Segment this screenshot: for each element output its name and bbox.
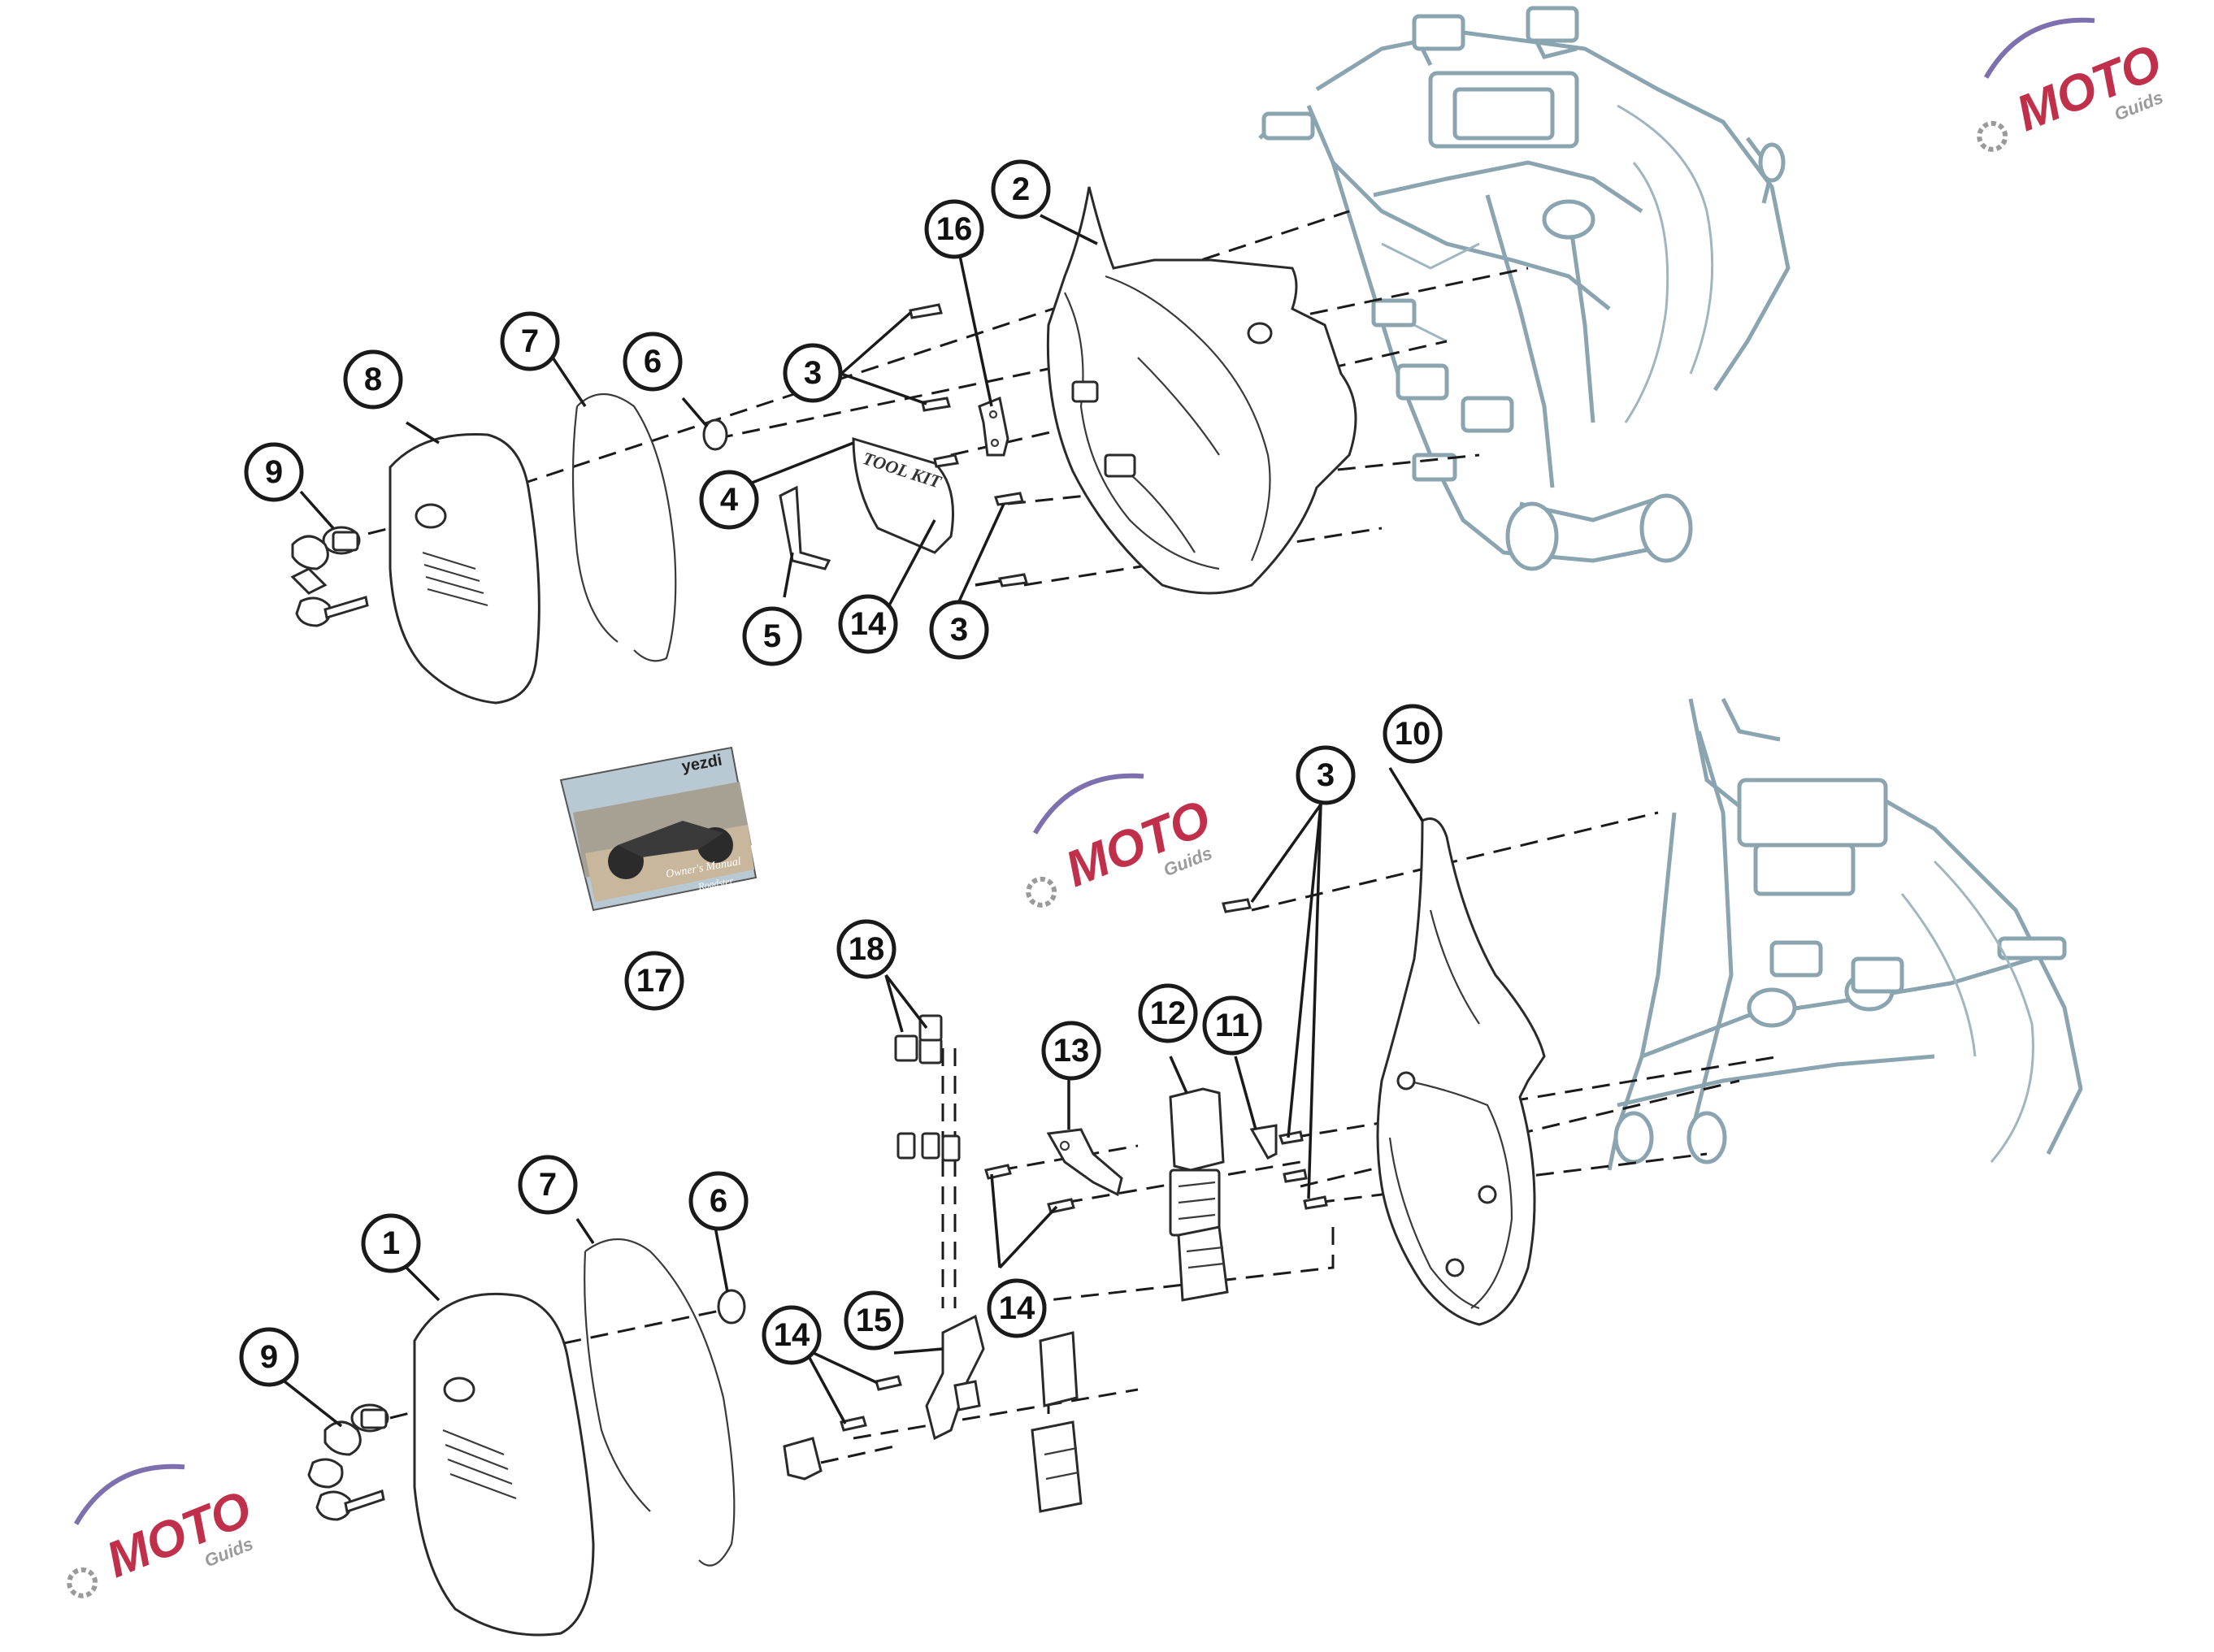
svg-text:MOTO: MOTO [98, 1481, 258, 1589]
svg-text:12: 12 [1150, 995, 1187, 1031]
callout-3: 3 [783, 343, 843, 403]
svg-text:5: 5 [763, 618, 781, 654]
callout-14: 14 [987, 1278, 1047, 1338]
frame-top [1258, 6, 1791, 571]
washer-part-6-bottom [717, 1289, 746, 1325]
watermark-bottom-left: MOTO Guids [67, 1463, 259, 1598]
callout-9: 9 [239, 1327, 299, 1387]
callout-17: 17 [624, 951, 684, 1011]
callout-6: 6 [688, 1171, 749, 1231]
screws-bottom [840, 898, 1328, 1432]
side-panel-part-10 [1376, 817, 1546, 1326]
washer-part-6-top [702, 418, 728, 451]
callout-10: 10 [1383, 704, 1443, 764]
svg-text:8: 8 [364, 362, 382, 397]
callout-13: 13 [1041, 1021, 1101, 1081]
callout-2: 2 [991, 159, 1051, 219]
callout-11: 11 [1202, 995, 1262, 1056]
lock-key-part-9-bottom [307, 1403, 389, 1521]
svg-text:13: 13 [1053, 1033, 1090, 1069]
svg-text:14: 14 [774, 1317, 810, 1353]
svg-text:7: 7 [539, 1167, 557, 1203]
svg-text:3: 3 [950, 612, 968, 648]
callout-9: 9 [244, 442, 304, 502]
svg-text:3: 3 [804, 355, 822, 391]
callout-12: 12 [1138, 983, 1198, 1043]
callout-4: 4 [699, 470, 759, 530]
svg-text:17: 17 [636, 963, 673, 999]
lock-key-part-9-top [290, 526, 369, 627]
callout-14: 14 [838, 594, 898, 654]
svg-text:15: 15 [856, 1303, 892, 1338]
ecu-part-12 [1169, 1087, 1229, 1302]
svg-text:6: 6 [644, 344, 662, 379]
leader-lines [283, 214, 1424, 1428]
svg-text:1: 1 [382, 1225, 400, 1261]
callout-7: 7 [518, 1155, 578, 1215]
callout-1: 1 [361, 1213, 421, 1273]
callouts: 2 16 7 6 8 3 9 4 5 14 3 10 3 17 18 12 11… [239, 159, 1443, 1387]
svg-text:2: 2 [1012, 171, 1030, 207]
svg-text:14: 14 [999, 1290, 1035, 1326]
svg-text:14: 14 [850, 606, 887, 642]
bracket-part-16 [978, 396, 1009, 457]
bracket-part-13 [1046, 1128, 1123, 1197]
callout-14: 14 [762, 1305, 822, 1365]
connectors-bottom [783, 1331, 1083, 1513]
svg-text:MOTO: MOTO [2008, 34, 2168, 142]
frame-bottom [1607, 697, 2083, 1171]
svg-text:11: 11 [1215, 1008, 1249, 1043]
svg-text:10: 10 [1395, 716, 1431, 752]
svg-text:7: 7 [521, 323, 539, 359]
callout-6: 6 [623, 332, 683, 392]
bracket-part-15 [925, 1314, 985, 1441]
bracket-part-11 [1249, 1124, 1278, 1160]
svg-text:MOTO: MOTO [1057, 790, 1218, 898]
seal-ring-part-7-top [571, 392, 677, 662]
watermark-top-right: MOTO Guids [1977, 17, 2169, 152]
svg-text:9: 9 [260, 1339, 278, 1375]
callout-18: 18 [836, 919, 896, 979]
clip-part-5 [779, 485, 831, 570]
callout-16: 16 [924, 199, 984, 259]
svg-text:3: 3 [1317, 757, 1335, 793]
side-cover-part-8 [389, 433, 540, 705]
svg-text:6: 6 [710, 1183, 727, 1219]
svg-text:18: 18 [849, 931, 885, 967]
callout-15: 15 [844, 1290, 904, 1351]
owners-manual-part-17: yezdi Owner's Manual Roadster [559, 746, 758, 912]
side-panel-part-2 [1046, 186, 1357, 595]
callout-3: 3 [1296, 745, 1356, 805]
callout-8: 8 [343, 349, 403, 410]
watermark-center: MOTO Guids [1026, 773, 1218, 908]
svg-text:16: 16 [936, 211, 973, 247]
callout-3: 3 [929, 600, 989, 660]
svg-text:9: 9 [265, 454, 283, 490]
seal-ring-part-7-bottom [584, 1238, 736, 1567]
relays-part-18 [894, 1014, 961, 1162]
side-cover-part-1 [413, 1292, 595, 1637]
callout-7: 7 [500, 311, 560, 371]
tool-kit-part-4: TOOL KIT [852, 436, 954, 554]
screws-top [909, 303, 1028, 588]
callout-5: 5 [742, 606, 802, 666]
svg-text:4: 4 [720, 482, 739, 518]
